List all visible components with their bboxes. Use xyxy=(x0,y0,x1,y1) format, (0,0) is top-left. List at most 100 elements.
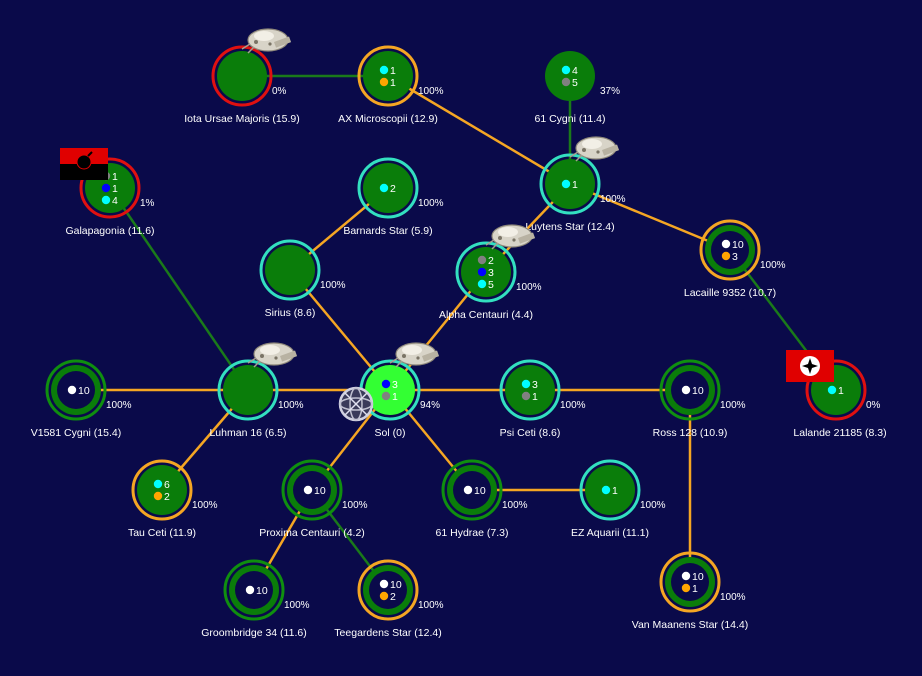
star-system-sirius[interactable]: 100%Sirius (8.6) xyxy=(259,239,346,319)
population-white-icon xyxy=(463,485,473,495)
planet xyxy=(365,365,415,415)
population-white-icon xyxy=(67,385,77,395)
system-label[interactable]: Groombridge 34 (11.6) xyxy=(201,627,306,639)
system-label[interactable]: AX Microscopii (12.9) xyxy=(338,113,438,125)
system-label[interactable]: Luhman 16 (6.5) xyxy=(209,427,286,439)
spaceship-icon[interactable] xyxy=(247,342,298,368)
ownership-ring xyxy=(659,551,721,613)
system-label[interactable]: Alpha Centauri (4.4) xyxy=(439,309,533,321)
system-label[interactable]: EZ Aquarii (11.1) xyxy=(571,527,649,539)
population-gray-icon xyxy=(521,391,531,401)
system-label[interactable]: Iota Ursae Majoris (15.9) xyxy=(184,113,300,125)
system-percent: 100% xyxy=(106,400,132,411)
spaceship-icon[interactable] xyxy=(389,342,440,368)
population-cyan-icon xyxy=(601,485,611,495)
ownership-ring xyxy=(579,459,641,521)
system-percent: 100% xyxy=(342,500,368,511)
population-count: 1 xyxy=(112,171,118,183)
planet xyxy=(223,365,273,415)
star-system-alpha[interactable]: 235 100% Alpha Centauri (4.4) xyxy=(439,224,542,321)
system-percent: 100% xyxy=(720,400,746,411)
system-label[interactable]: 61 Hydrae (7.3) xyxy=(436,527,509,539)
population-count: 3 xyxy=(488,267,494,279)
population-count: 1 xyxy=(532,391,538,403)
planet xyxy=(217,51,267,101)
system-label[interactable]: Lacaille 9352 (10.7) xyxy=(684,287,776,299)
system-label[interactable]: Lalande 21185 (8.3) xyxy=(793,427,886,439)
population-count: 2 xyxy=(390,183,396,195)
system-label[interactable]: Proxima Centauri (4.2) xyxy=(259,527,365,539)
population-white-icon xyxy=(379,579,389,589)
population-count: 1 xyxy=(572,179,578,191)
system-label[interactable]: Barnards Star (5.9) xyxy=(343,225,432,237)
system-percent: 0% xyxy=(272,86,287,97)
population-count: 2 xyxy=(488,255,494,267)
planet xyxy=(137,465,187,515)
population-count: 10 xyxy=(692,571,704,583)
system-percent: 1% xyxy=(140,198,155,209)
star-system-luhman[interactable]: 100% Luhman 16 (6.5) xyxy=(209,342,304,439)
spaceship-icon[interactable] xyxy=(241,28,292,54)
faction-flag-cross-icon[interactable] xyxy=(786,350,834,382)
star-system-lalande[interactable]: 1 0% Lalande 21185 (8.3) xyxy=(786,350,887,439)
system-label[interactable]: Sol (0) xyxy=(375,427,406,439)
population-count: 5 xyxy=(488,279,494,291)
planet xyxy=(265,245,315,295)
system-label[interactable]: Van Maanens Star (14.4) xyxy=(632,619,749,631)
population-count: 10 xyxy=(390,579,402,591)
system-label[interactable]: Ross 128 (10.9) xyxy=(653,427,728,439)
ownership-ring xyxy=(223,559,285,621)
system-label[interactable]: Tau Ceti (11.9) xyxy=(128,527,196,539)
system-percent: 0% xyxy=(866,400,881,411)
system-percent: 100% xyxy=(278,400,304,411)
population-white-icon xyxy=(721,239,731,249)
population-count: 4 xyxy=(112,195,118,207)
system-label[interactable]: Psi Ceti (8.6) xyxy=(500,427,561,439)
star-system-ax[interactable]: 11 100% AX Microscopii (12.9) xyxy=(338,45,444,125)
star-system-ross[interactable]: 10 100% Ross 128 (10.9) xyxy=(653,359,746,439)
population-count: 1 xyxy=(390,65,396,77)
system-label[interactable]: Galapagonia (11.6) xyxy=(65,225,154,237)
ownership-ring xyxy=(217,359,279,421)
system-label[interactable]: Luytens Star (12.4) xyxy=(525,221,614,233)
system-label[interactable]: Teegardens Star (12.4) xyxy=(334,627,441,639)
star-system-iota[interactable]: 0% Iota Ursae Majoris (15.9) xyxy=(184,28,300,125)
faction-flag-bomb-icon[interactable] xyxy=(60,148,108,180)
spaceship-icon[interactable] xyxy=(485,224,536,250)
population-count: 6 xyxy=(164,479,170,491)
system-percent: 100% xyxy=(418,86,444,97)
population-count: 4 xyxy=(572,65,578,77)
population-count: 1 xyxy=(390,77,396,89)
system-percent: 100% xyxy=(516,282,542,293)
system-label[interactable]: Sirius (8.6) xyxy=(265,307,316,319)
spaceship-icon[interactable] xyxy=(569,136,620,162)
population-count: 10 xyxy=(692,385,704,397)
system-label[interactable]: V1581 Cygni (15.4) xyxy=(31,427,121,439)
ownership-ring xyxy=(357,45,419,107)
population-count: 1 xyxy=(838,385,844,397)
population-blue-icon xyxy=(381,379,391,389)
system-label[interactable]: 61 Cygni (11.4) xyxy=(534,113,605,125)
population-orange-icon xyxy=(379,591,389,601)
population-count: 10 xyxy=(256,585,268,597)
population-cyan-icon xyxy=(153,479,163,489)
population-cyan-icon xyxy=(379,65,389,75)
population-blue-icon xyxy=(101,183,111,193)
space-station-icon[interactable] xyxy=(338,386,374,422)
